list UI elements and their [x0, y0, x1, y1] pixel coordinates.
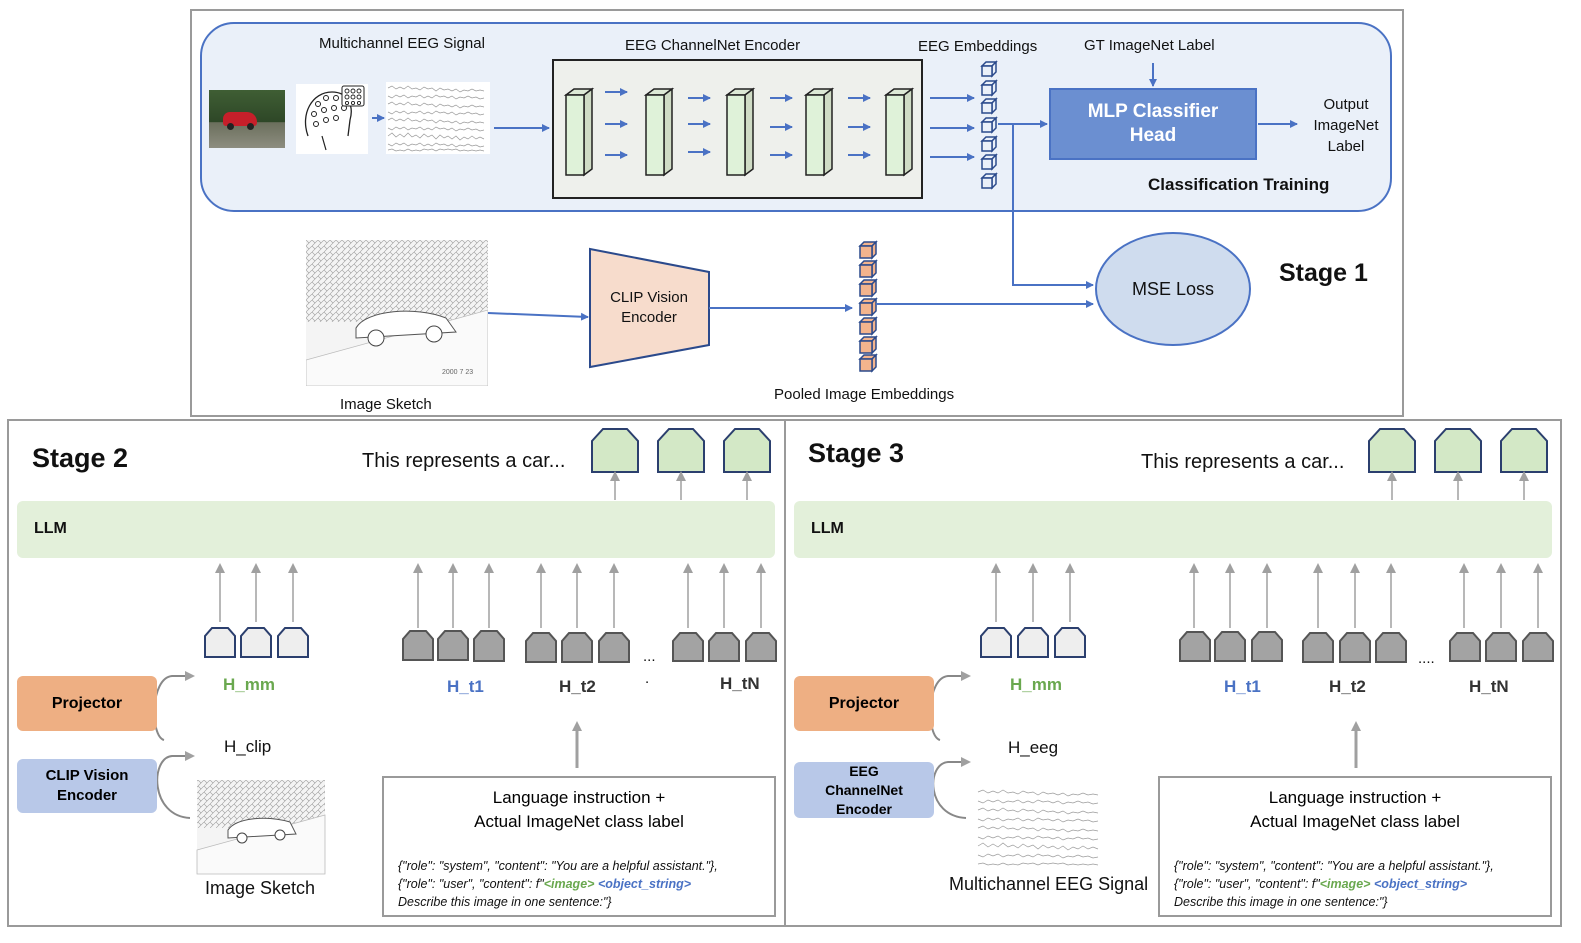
stage3-code-line2: {"role": "user", "content": f"<image> <o… [1174, 875, 1494, 893]
eeg-signal-label: Multichannel EEG Signal [319, 35, 485, 52]
stage2-image-sketch-label: Image Sketch [205, 878, 316, 898]
stage3-code-object-token: <object_string> [1373, 877, 1468, 891]
mlp-classifier-head: MLP Classifier Head [1049, 88, 1257, 160]
stage2-instruction-box: Language instruction + Actual ImageNet c… [382, 776, 776, 917]
stage3-code-line1: {"role": "system", "content": "You are a… [1174, 859, 1494, 873]
stage2-ellipsis: ... [643, 648, 656, 665]
stage3-frame [784, 419, 1562, 927]
conv-layer-3 [724, 87, 756, 177]
stage3-h-t1: H_t1 [1224, 677, 1261, 696]
stage2-output-text: This represents a car... [362, 450, 566, 472]
stage3-llm-label: LLM [811, 520, 844, 537]
stage2-code-block: {"role": "system", "content": "You are a… [398, 857, 718, 911]
conv-layer-4 [803, 87, 835, 177]
stage2-hmm-tokens [204, 627, 309, 658]
conv-layer-5 [883, 87, 915, 177]
mse-loss-ellipse [1095, 232, 1251, 346]
stage2-projector-label: Projector [51, 694, 123, 712]
stage2-llm-label: LLM [34, 520, 67, 537]
stage2-dot: . [645, 670, 650, 687]
stage2-code-line1: {"role": "system", "content": "You are a… [398, 859, 718, 873]
conv-layer-2 [643, 87, 675, 177]
stage3-llm-bar [794, 501, 1552, 558]
stage3-ellipsis: .... [1418, 650, 1435, 667]
stage3-eeg-signal-label: Multichannel EEG Signal [949, 874, 1149, 894]
stage1-title: Stage 1 [1279, 259, 1368, 287]
stage3-h-mm: H_mm [1010, 675, 1062, 694]
stage3-instruction-title-2: Actual ImageNet class label [1250, 812, 1460, 831]
eeg-embedding-cubes [980, 60, 998, 190]
stage3-output-text: This represents a car... [1141, 451, 1345, 473]
stage3-output-tokens [1368, 428, 1548, 473]
stage2-clip-encoder: CLIP Vision Encoder [17, 759, 157, 813]
image-sketch-stage1: 2000 7 23 [306, 240, 488, 386]
clip-vision-encoder-stage1: CLIP Vision Encoder [590, 280, 708, 336]
stage2-code-line2-prefix: {"role": "user", "content": f" [398, 877, 544, 891]
stage2-code-line2: {"role": "user", "content": f"<image> <o… [398, 875, 718, 893]
classification-training-label: Classification Training [1148, 175, 1330, 194]
car-photo [209, 90, 285, 148]
stage3-hmm-tokens [980, 627, 1086, 658]
pooled-embedding-cubes [858, 240, 878, 373]
stage3-eeg-traces [977, 786, 1105, 870]
stage3-projector-label: Projector [828, 694, 900, 712]
stage3-projector: Projector [794, 676, 934, 731]
stage3-instruction-title-1: Language instruction + [1268, 788, 1442, 807]
stage2-h-mm: H_mm [223, 675, 275, 694]
stage2-graphics [153, 428, 777, 875]
mse-loss-text: MSE Loss [1131, 278, 1215, 299]
stage2-h-clip: H_clip [224, 737, 272, 756]
conv-layer-1 [563, 87, 595, 177]
stage3-code-line3: Describe this image in one sentence:"} [1174, 895, 1388, 909]
stage3-instruction-box: Language instruction + Actual ImageNet c… [1158, 776, 1552, 917]
stage2-instruction-title-1: Language instruction + [492, 788, 666, 807]
image-sketch-label-stage1: Image Sketch [340, 396, 432, 413]
stage1-graphics [372, 60, 1298, 373]
image-sketch-stage2 [196, 780, 326, 875]
stage2-text-tokens [402, 630, 777, 663]
stage3-code-image-token: <image> [1319, 877, 1371, 891]
stage3-h-t2: H_t2 [1329, 677, 1366, 696]
stage3-eeg-encoder-label: EEG ChannelNet Encoder [825, 762, 903, 817]
stage2-llm-bar [17, 501, 775, 558]
stage3-h-eeg: H_eeg [1008, 738, 1059, 757]
clip-vision-encoder-stage1-label: CLIP Vision Encoder [610, 289, 688, 326]
stage3-code-block: {"role": "system", "content": "You are a… [1174, 857, 1494, 911]
stage3-h-tn: H_tN [1469, 677, 1509, 696]
stage2-code-object-token: <object_string> [597, 877, 692, 891]
svg-text:2000 7 23: 2000 7 23 [442, 369, 473, 376]
stage3-text-tokens [1179, 631, 1554, 663]
pooled-embeddings-label: Pooled Image Embeddings [774, 386, 955, 403]
stage2-clip-encoder-label: CLIP Vision Encoder [45, 767, 129, 804]
clip-encoder-shape [589, 247, 710, 369]
stage2-h-t1: H_t1 [447, 677, 484, 696]
stage2-output-tokens [591, 428, 771, 473]
stage3-code-line2-prefix: {"role": "user", "content": f" [1174, 877, 1320, 891]
mse-loss-label: MSE Loss [1130, 262, 1216, 316]
gt-label: GT ImageNet Label [1084, 37, 1215, 54]
stage2-code-line3: Describe this image in one sentence:"} [398, 895, 612, 909]
stage1-frame [190, 9, 1404, 417]
stage2-title: Stage 2 [32, 443, 129, 473]
output-label: Output ImageNet Label [1306, 94, 1386, 157]
stage2-code-image-token: <image> [543, 877, 595, 891]
mlp-classifier-head-label: MLP Classifier Head [1087, 101, 1219, 146]
eeg-traces [386, 82, 490, 154]
stage2-h-tn: H_tN [720, 674, 760, 693]
stage3-eeg-encoder: EEG ChannelNet Encoder [794, 762, 934, 818]
stage2-h-t2: H_t2 [559, 677, 596, 696]
stage2-projector: Projector [17, 676, 157, 731]
eeg-head-icon [296, 84, 368, 154]
eeg-embeddings-label: EEG Embeddings [918, 38, 1038, 55]
output-label-text: Output ImageNet Label [1313, 96, 1379, 155]
stage2-instruction-title-2: Actual ImageNet class label [474, 812, 684, 831]
stage3-title: Stage 3 [808, 438, 905, 468]
encoder-label: EEG ChannelNet Encoder [625, 37, 801, 54]
